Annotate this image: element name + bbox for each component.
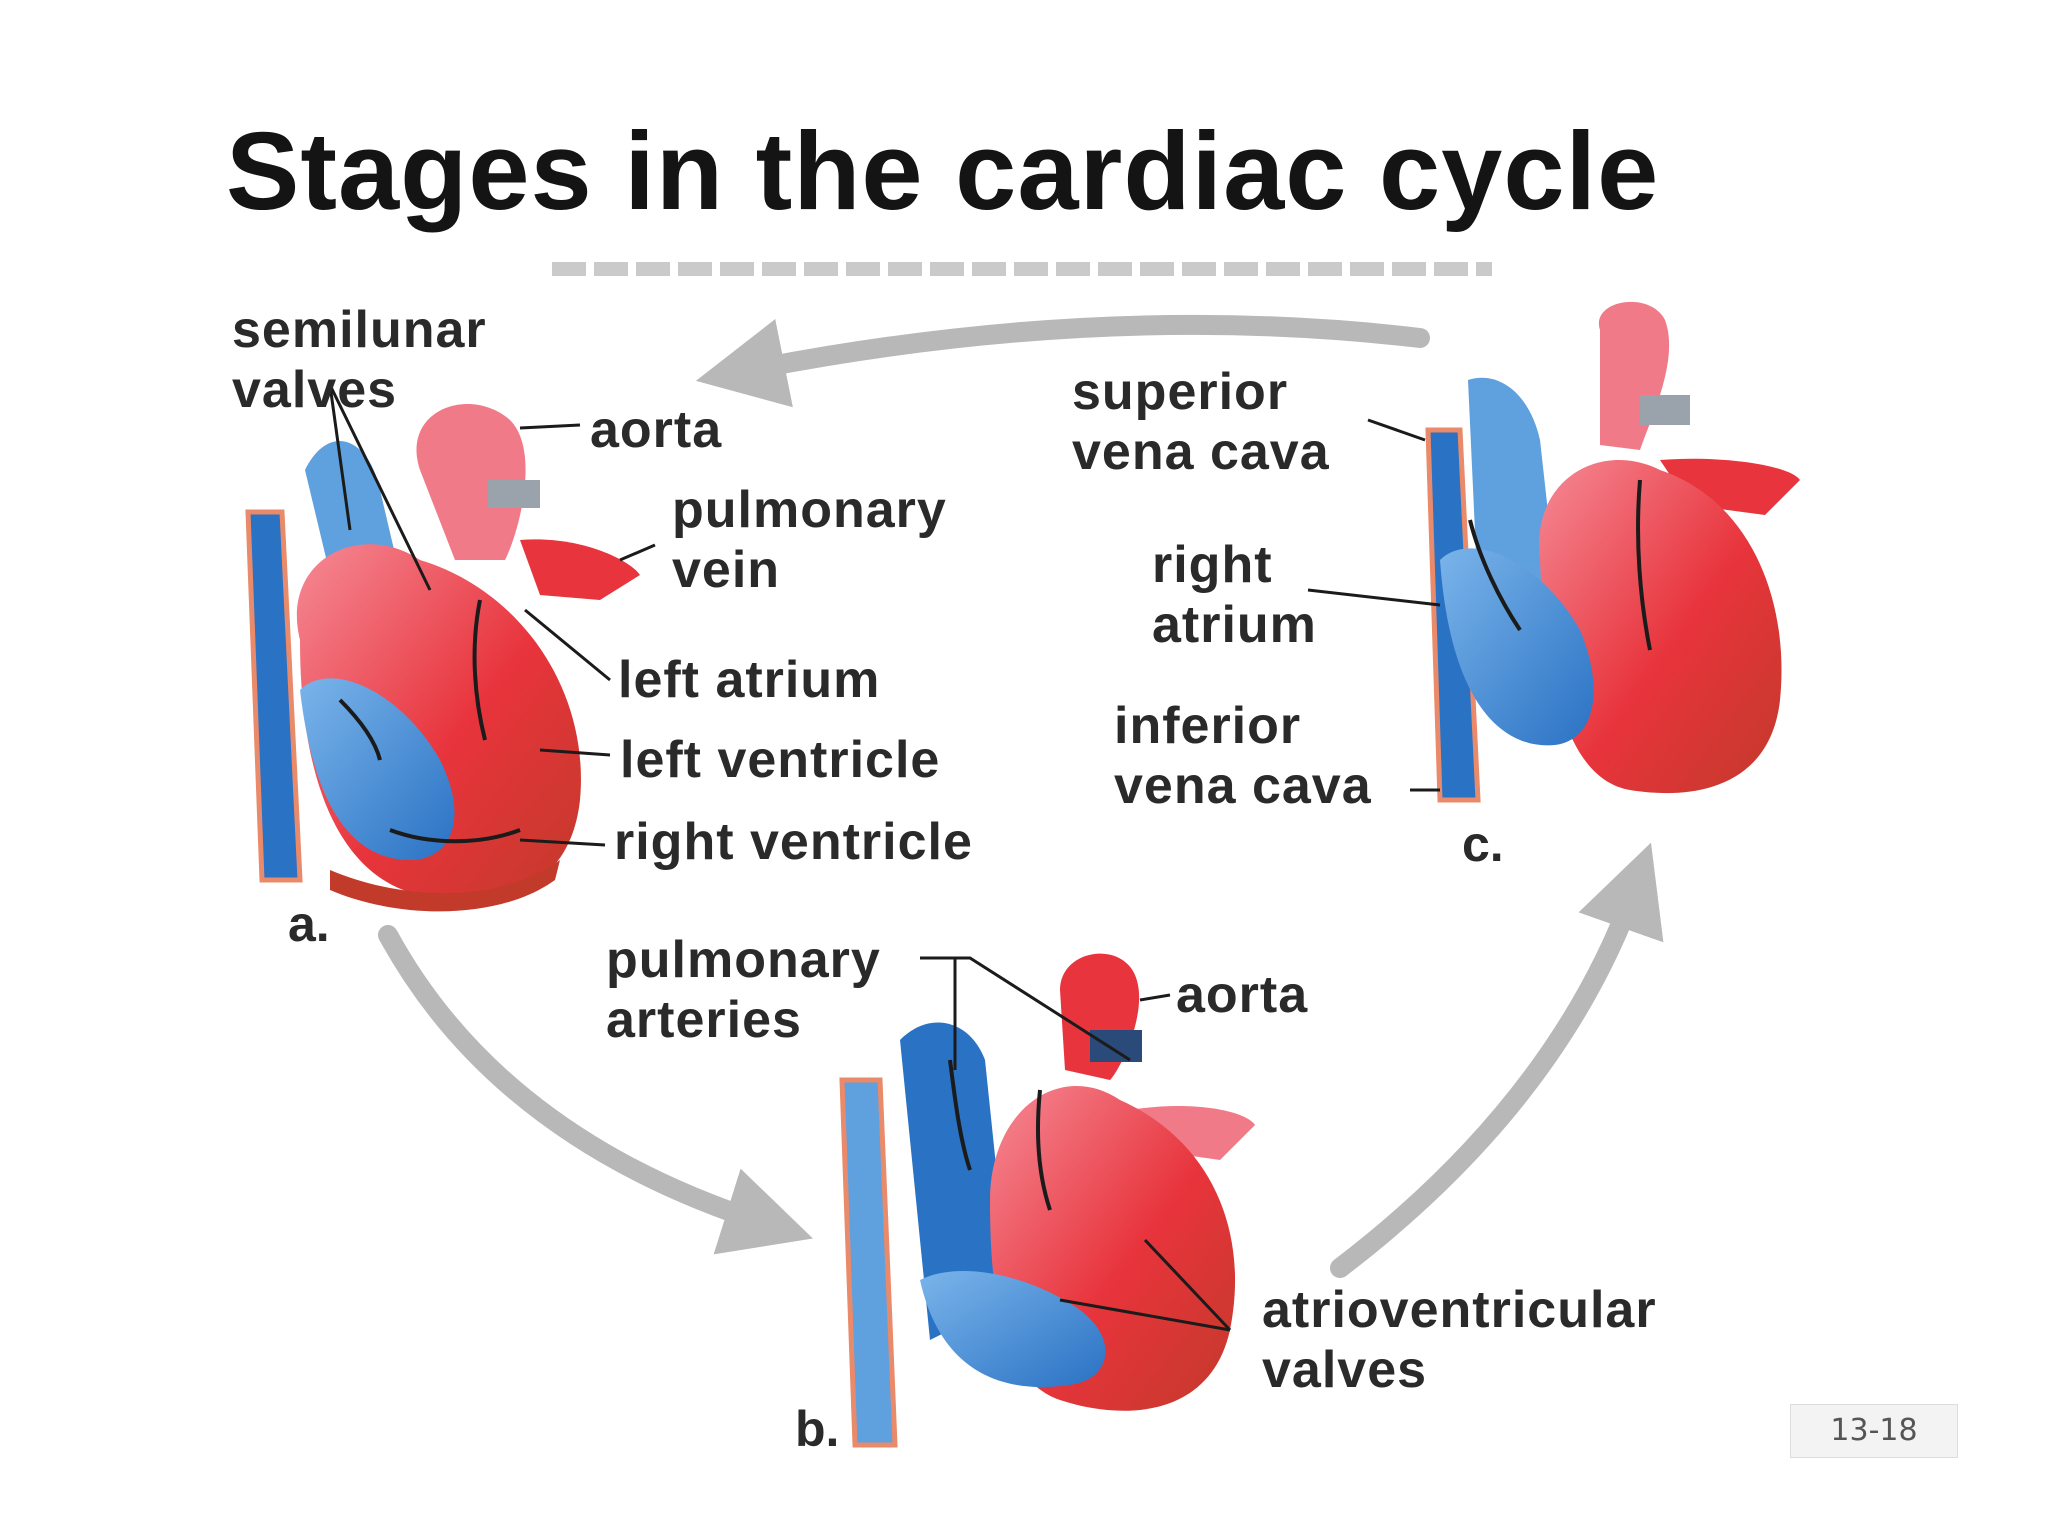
cycle-arrows [378,314,1664,1278]
label-line: atrium [1152,596,1317,654]
label-pulmonary-arteries: pulmonary arteries [606,930,881,1050]
arrow-b-to-c [1330,842,1664,1278]
label-line: inferior [1114,697,1302,755]
heart-c-illustration [1425,301,1800,803]
label-line: semilunar [232,301,487,359]
label-line: arteries [606,991,802,1049]
stage-marker-a: a. [288,896,330,952]
page-title: Stages in the cardiac cycle [226,110,1660,233]
stage-marker-c: c. [1462,816,1504,872]
label-line: left atrium [618,651,881,709]
page-number: 13-18 [1790,1404,1958,1458]
label-line: vena cava [1072,423,1330,481]
heart-a-illustration [245,404,640,912]
arrow-c-to-a [695,314,1430,408]
label-line: vein [672,541,781,599]
label-line: aorta [1176,966,1309,1024]
label-line: right [1152,536,1273,594]
label-right-atrium: right atrium [1152,535,1317,655]
arrow-a-to-b [378,925,813,1255]
label-atrioventricular-valves: atrioventricular valves [1262,1280,1657,1400]
label-aorta-a: aorta [590,400,722,460]
label-pulmonary-vein: pulmonary vein [672,480,947,600]
label-line: left ventricle [620,731,941,789]
label-superior-vena-cava: superior vena cava [1072,362,1330,482]
leader-lines [328,384,1441,1332]
stage-marker-b: b. [795,1401,840,1457]
label-right-ventricle: right ventricle [614,812,973,872]
label-line: valves [232,361,398,419]
heart-b-illustration [839,953,1255,1448]
label-inferior-vena-cava: inferior vena cava [1114,696,1372,816]
label-semilunar-valves: semilunar valves [232,300,487,420]
label-line: aorta [590,401,723,459]
label-line: pulmonary [606,931,881,989]
label-left-atrium: left atrium [618,650,880,710]
label-line: pulmonary [672,481,947,539]
label-left-ventricle: left ventricle [620,730,940,790]
label-aorta-b: aorta [1176,965,1308,1025]
label-line: right ventricle [614,813,973,871]
label-line: superior [1072,363,1289,421]
label-line: vena cava [1114,757,1372,815]
copyright-notice [552,262,1492,276]
label-line: atrioventricular [1262,1281,1657,1339]
label-line: valves [1262,1341,1428,1399]
